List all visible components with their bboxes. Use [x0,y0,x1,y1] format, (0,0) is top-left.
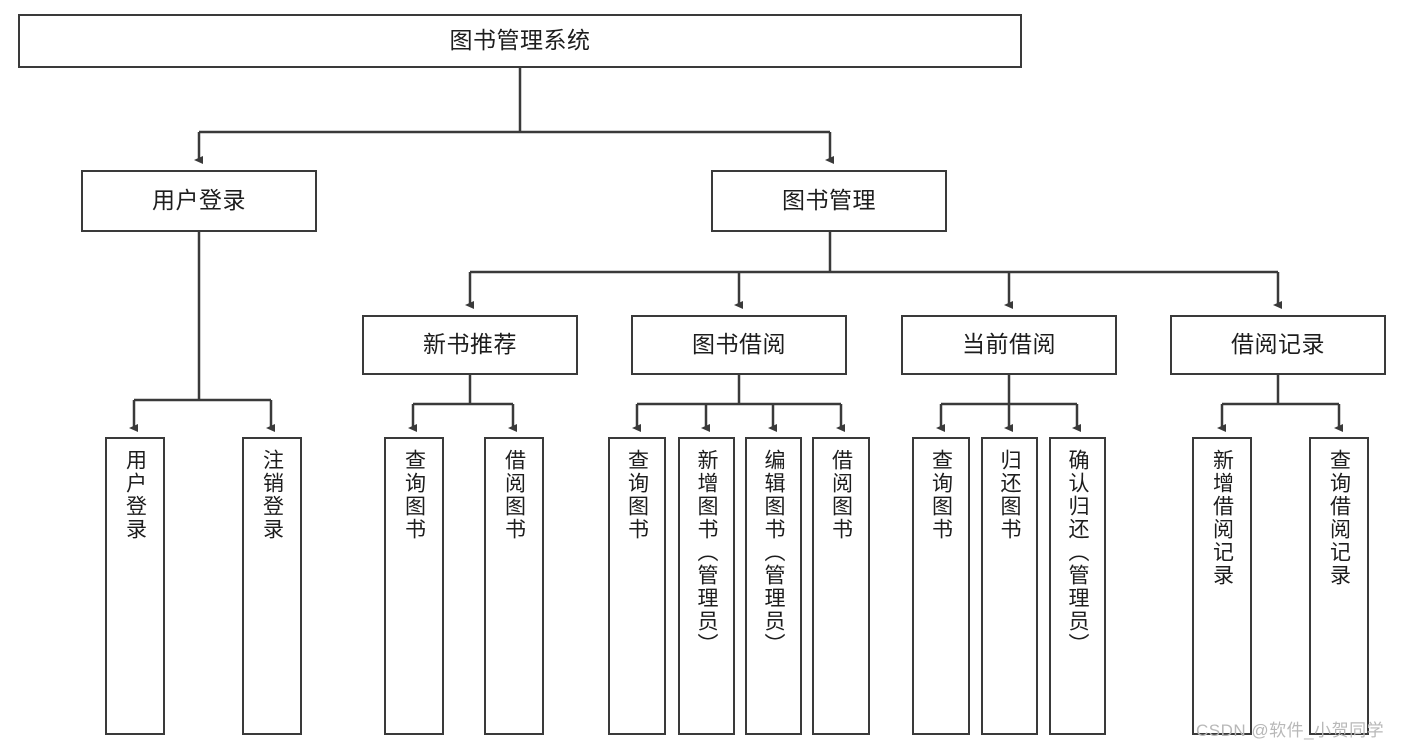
node-leaf-query-book-current[interactable]: 查询图书 [912,437,970,735]
node-current-borrow[interactable]: 当前借阅 [901,315,1117,375]
node-leaf-user-login[interactable]: 用户登录 [105,437,165,735]
node-leaf-return-book[interactable]: 归还图书 [981,437,1038,735]
node-leaf-return-book-label: 归还图书 [998,449,1021,541]
node-leaf-query-book-borrow[interactable]: 查询图书 [608,437,666,735]
node-leaf-query-book-recommend-label: 查询图书 [402,449,426,541]
node-borrow-records-label: 借阅记录 [1231,331,1325,358]
node-leaf-logout[interactable]: 注销登录 [242,437,302,735]
node-leaf-borrow-book[interactable]: 借阅图书 [812,437,870,735]
node-book-management-label: 图书管理 [782,187,876,214]
node-book-borrow[interactable]: 图书借阅 [631,315,847,375]
node-leaf-user-login-label: 用户登录 [123,449,147,541]
node-root-label: 图书管理系统 [449,27,591,54]
node-leaf-borrow-book-recommend[interactable]: 借阅图书 [484,437,544,735]
node-leaf-logout-label: 注销登录 [260,449,284,541]
node-leaf-edit-book-admin[interactable]: 编辑图书（管理员） [745,437,802,735]
node-current-borrow-label: 当前借阅 [962,331,1056,358]
node-leaf-query-borrow-record[interactable]: 查询借阅记录 [1309,437,1369,735]
node-leaf-edit-book-admin-label: 编辑图书（管理员） [762,449,785,656]
node-leaf-query-book-current-label: 查询图书 [929,449,953,541]
node-leaf-add-book-admin[interactable]: 新增图书（管理员） [678,437,735,735]
node-leaf-query-borrow-record-label: 查询借阅记录 [1327,449,1351,587]
node-leaf-query-book-borrow-label: 查询图书 [625,449,649,541]
node-user-login-label: 用户登录 [152,187,246,214]
node-leaf-add-borrow-record-label: 新增借阅记录 [1210,449,1234,587]
node-leaf-borrow-book-recommend-label: 借阅图书 [502,449,526,541]
node-leaf-confirm-return-admin[interactable]: 确认归还（管理员） [1049,437,1106,735]
node-new-book-recommend-label: 新书推荐 [423,331,517,358]
watermark-csdn: CSDN @软件_小贺同学 [1196,721,1385,740]
node-book-management[interactable]: 图书管理 [711,170,947,232]
node-book-borrow-label: 图书借阅 [692,331,786,358]
node-new-book-recommend[interactable]: 新书推荐 [362,315,578,375]
node-leaf-borrow-book-label: 借阅图书 [829,449,853,541]
node-leaf-query-book-recommend[interactable]: 查询图书 [384,437,444,735]
node-leaf-add-book-admin-label: 新增图书（管理员） [695,449,718,656]
node-leaf-confirm-return-admin-label: 确认归还（管理员） [1066,449,1089,656]
node-borrow-records[interactable]: 借阅记录 [1170,315,1386,375]
node-leaf-add-borrow-record[interactable]: 新增借阅记录 [1192,437,1252,735]
node-user-login[interactable]: 用户登录 [81,170,317,232]
node-root[interactable]: 图书管理系统 [18,14,1022,68]
